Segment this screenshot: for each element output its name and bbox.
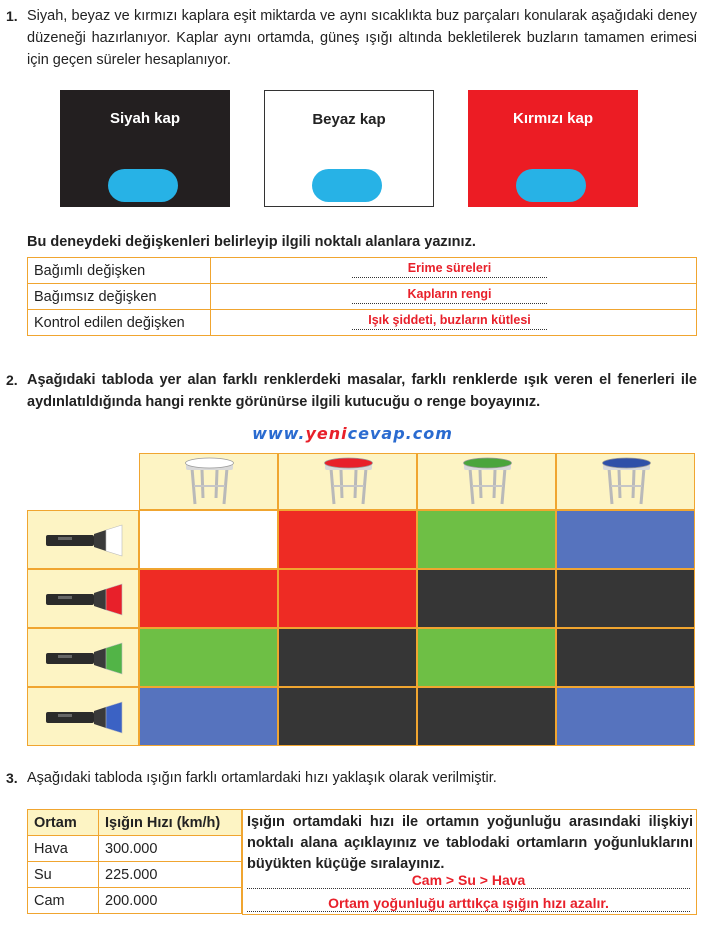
answer-cell: Erime süreleri bbox=[210, 257, 697, 284]
medium-cell: Cam bbox=[27, 887, 99, 914]
ice-piece bbox=[516, 169, 586, 202]
flashlight-icon bbox=[46, 642, 123, 675]
table-header-cell bbox=[556, 453, 695, 510]
color-cell[interactable] bbox=[417, 628, 556, 687]
black-container: Siyah kap bbox=[60, 90, 230, 207]
speed-cell: 225.000 bbox=[98, 861, 242, 888]
table-row: Bağımlı değişken Erime süreleri bbox=[27, 257, 697, 284]
speed-cell: 200.000 bbox=[98, 887, 242, 914]
answer-text-2: Ortam yoğunluğu arttıkça ışığın hızı aza… bbox=[328, 895, 609, 911]
answer-text: Kapların rengi bbox=[407, 287, 492, 301]
table-row: Hava 300.000 bbox=[27, 835, 242, 862]
table-header-cell bbox=[278, 453, 417, 510]
flashlight-cell bbox=[27, 510, 139, 569]
ice-piece bbox=[312, 169, 382, 202]
answer-line[interactable]: Kapların rengi bbox=[352, 285, 547, 304]
color-cell[interactable] bbox=[278, 628, 417, 687]
color-cell[interactable] bbox=[139, 628, 278, 687]
variables-table: Bağımlı değişken Erime süreleri Bağımsız… bbox=[27, 257, 697, 336]
answer-line[interactable]: Erime süreleri bbox=[352, 259, 547, 278]
red-container: Kırmızı kap bbox=[468, 90, 638, 207]
table-row: Kontrol edilen değişken Işık şiddeti, bu… bbox=[27, 309, 697, 336]
table-header-cell bbox=[417, 453, 556, 510]
question-1-text: Siyah, beyaz ve kırmızı kaplara eşit mik… bbox=[27, 8, 697, 68]
question-3-box bbox=[242, 809, 697, 915]
question-2-text: Aşağıdaki tabloda yer alan farklı renkle… bbox=[27, 372, 697, 410]
color-cell[interactable] bbox=[139, 687, 278, 746]
white-container-label: Beyaz kap bbox=[312, 111, 386, 128]
header-speed: Işığın Hızı (km/h) bbox=[98, 809, 242, 836]
watermark: www.yenicevap.com bbox=[252, 424, 453, 443]
question-3-text: Aşağıdaki tabloda ışığın farklı ortamlar… bbox=[27, 770, 497, 786]
color-cell[interactable] bbox=[417, 569, 556, 628]
flashlight-cell bbox=[27, 687, 139, 746]
variable-name: Kontrol edilen değişken bbox=[27, 309, 211, 336]
table-header-row: Ortam Işığın Hızı (km/h) bbox=[27, 809, 242, 836]
flashlight-icon bbox=[46, 701, 123, 734]
table-header-cell bbox=[139, 453, 278, 510]
answer-line-2[interactable]: Ortam yoğunluğu arttıkça ışığın hızı aza… bbox=[247, 895, 690, 912]
color-cell[interactable] bbox=[278, 569, 417, 628]
black-container-label: Siyah kap bbox=[109, 110, 181, 127]
speed-cell: 300.000 bbox=[98, 835, 242, 862]
color-cell[interactable] bbox=[417, 687, 556, 746]
table-icon bbox=[324, 457, 373, 505]
variable-name: Bağımsız değişken bbox=[27, 283, 211, 310]
color-cell[interactable] bbox=[556, 687, 695, 746]
color-cell[interactable] bbox=[278, 687, 417, 746]
medium-cell: Su bbox=[27, 861, 99, 888]
table-row: Su 225.000 bbox=[27, 861, 242, 888]
ice-piece bbox=[108, 169, 178, 202]
header-medium: Ortam bbox=[27, 809, 99, 836]
color-cell[interactable] bbox=[278, 510, 417, 569]
speed-table: Ortam Işığın Hızı (km/h) Hava 300.000 Su… bbox=[27, 809, 242, 914]
color-cell[interactable] bbox=[139, 510, 278, 569]
answer-text-1: Cam > Su > Hava bbox=[411, 872, 526, 888]
table-row: Bağımsız değişken Kapların rengi bbox=[27, 283, 697, 310]
flashlight-icon bbox=[46, 524, 123, 557]
question-2-number: 2. bbox=[6, 372, 18, 388]
medium-cell: Hava bbox=[27, 835, 99, 862]
red-container-label: Kırmızı kap bbox=[512, 110, 594, 127]
flashlight-icon bbox=[46, 583, 123, 616]
table-icon bbox=[463, 457, 512, 505]
color-cell[interactable] bbox=[556, 510, 695, 569]
question-3-prompt: Işığın ortamdaki hızı ile ortamın yoğunl… bbox=[247, 814, 693, 872]
answer-line-1[interactable]: Cam > Su > Hava bbox=[247, 872, 690, 889]
flashlight-cell bbox=[27, 569, 139, 628]
question-1-number: 1. bbox=[6, 8, 18, 24]
question-3-number: 3. bbox=[6, 770, 18, 786]
answer-text: Erime süreleri bbox=[407, 261, 492, 275]
variable-name: Bağımlı değişken bbox=[27, 257, 211, 284]
color-cell[interactable] bbox=[417, 510, 556, 569]
table-icon bbox=[602, 457, 651, 505]
color-cell[interactable] bbox=[556, 569, 695, 628]
flashlight-cell bbox=[27, 628, 139, 687]
white-container: Beyaz kap bbox=[264, 90, 434, 207]
answer-cell: Kapların rengi bbox=[210, 283, 697, 310]
table-row: Cam 200.000 bbox=[27, 887, 242, 914]
answer-text: Işık şiddeti, buzların kütlesi bbox=[368, 313, 531, 327]
q1-instruction: Bu deneydeki değişkenleri belirleyip ilg… bbox=[27, 234, 476, 250]
answer-line[interactable]: Işık şiddeti, buzların kütlesi bbox=[352, 311, 547, 330]
answer-cell: Işık şiddeti, buzların kütlesi bbox=[210, 309, 697, 336]
table-icon bbox=[185, 457, 234, 505]
color-cell[interactable] bbox=[139, 569, 278, 628]
color-cell[interactable] bbox=[556, 628, 695, 687]
